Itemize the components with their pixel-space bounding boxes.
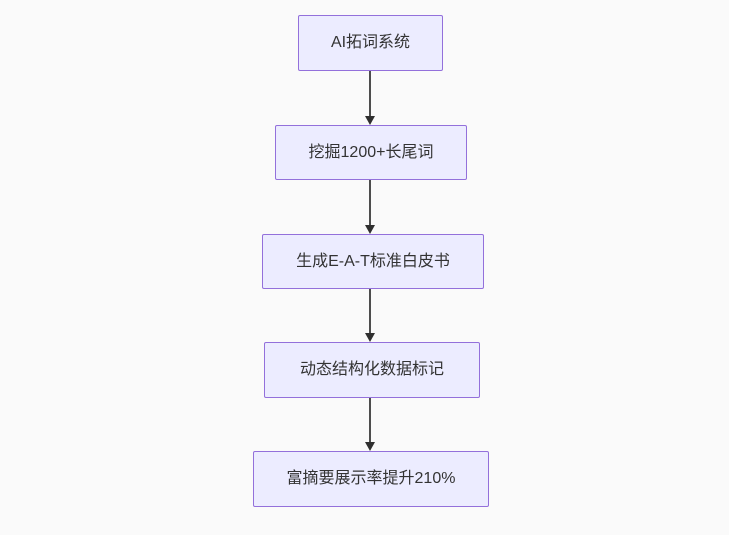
arrow-down-icon	[365, 71, 375, 125]
flowchart-node-rich-snippet-uplift: 富摘要展示率提升210%	[253, 451, 489, 507]
arrowhead-icon	[365, 116, 375, 125]
arrow-down-icon	[365, 289, 375, 342]
arrow-shaft	[369, 398, 371, 442]
node-label: 生成E-A-T标准白皮书	[296, 252, 450, 270]
node-label: 富摘要展示率提升210%	[286, 470, 456, 488]
flowchart-node-longtail-mining: 挖掘1200+长尾词	[275, 125, 467, 180]
node-label: 挖掘1200+长尾词	[308, 143, 434, 161]
flowchart-node-structured-data-markup: 动态结构化数据标记	[264, 342, 480, 398]
arrowhead-icon	[365, 225, 375, 234]
node-label: AI拓词系统	[330, 34, 411, 52]
arrowhead-icon	[365, 442, 375, 451]
arrow-shaft	[369, 180, 371, 225]
arrowhead-icon	[365, 333, 375, 342]
node-label: 动态结构化数据标记	[299, 361, 444, 379]
arrow-down-icon	[365, 398, 375, 451]
arrow-shaft	[369, 71, 371, 116]
flowchart-node-eat-whitepaper: 生成E-A-T标准白皮书	[262, 234, 484, 289]
arrow-shaft	[369, 289, 371, 333]
flowchart-node-ai-keyword-system: AI拓词系统	[298, 15, 443, 71]
arrow-down-icon	[365, 180, 375, 234]
